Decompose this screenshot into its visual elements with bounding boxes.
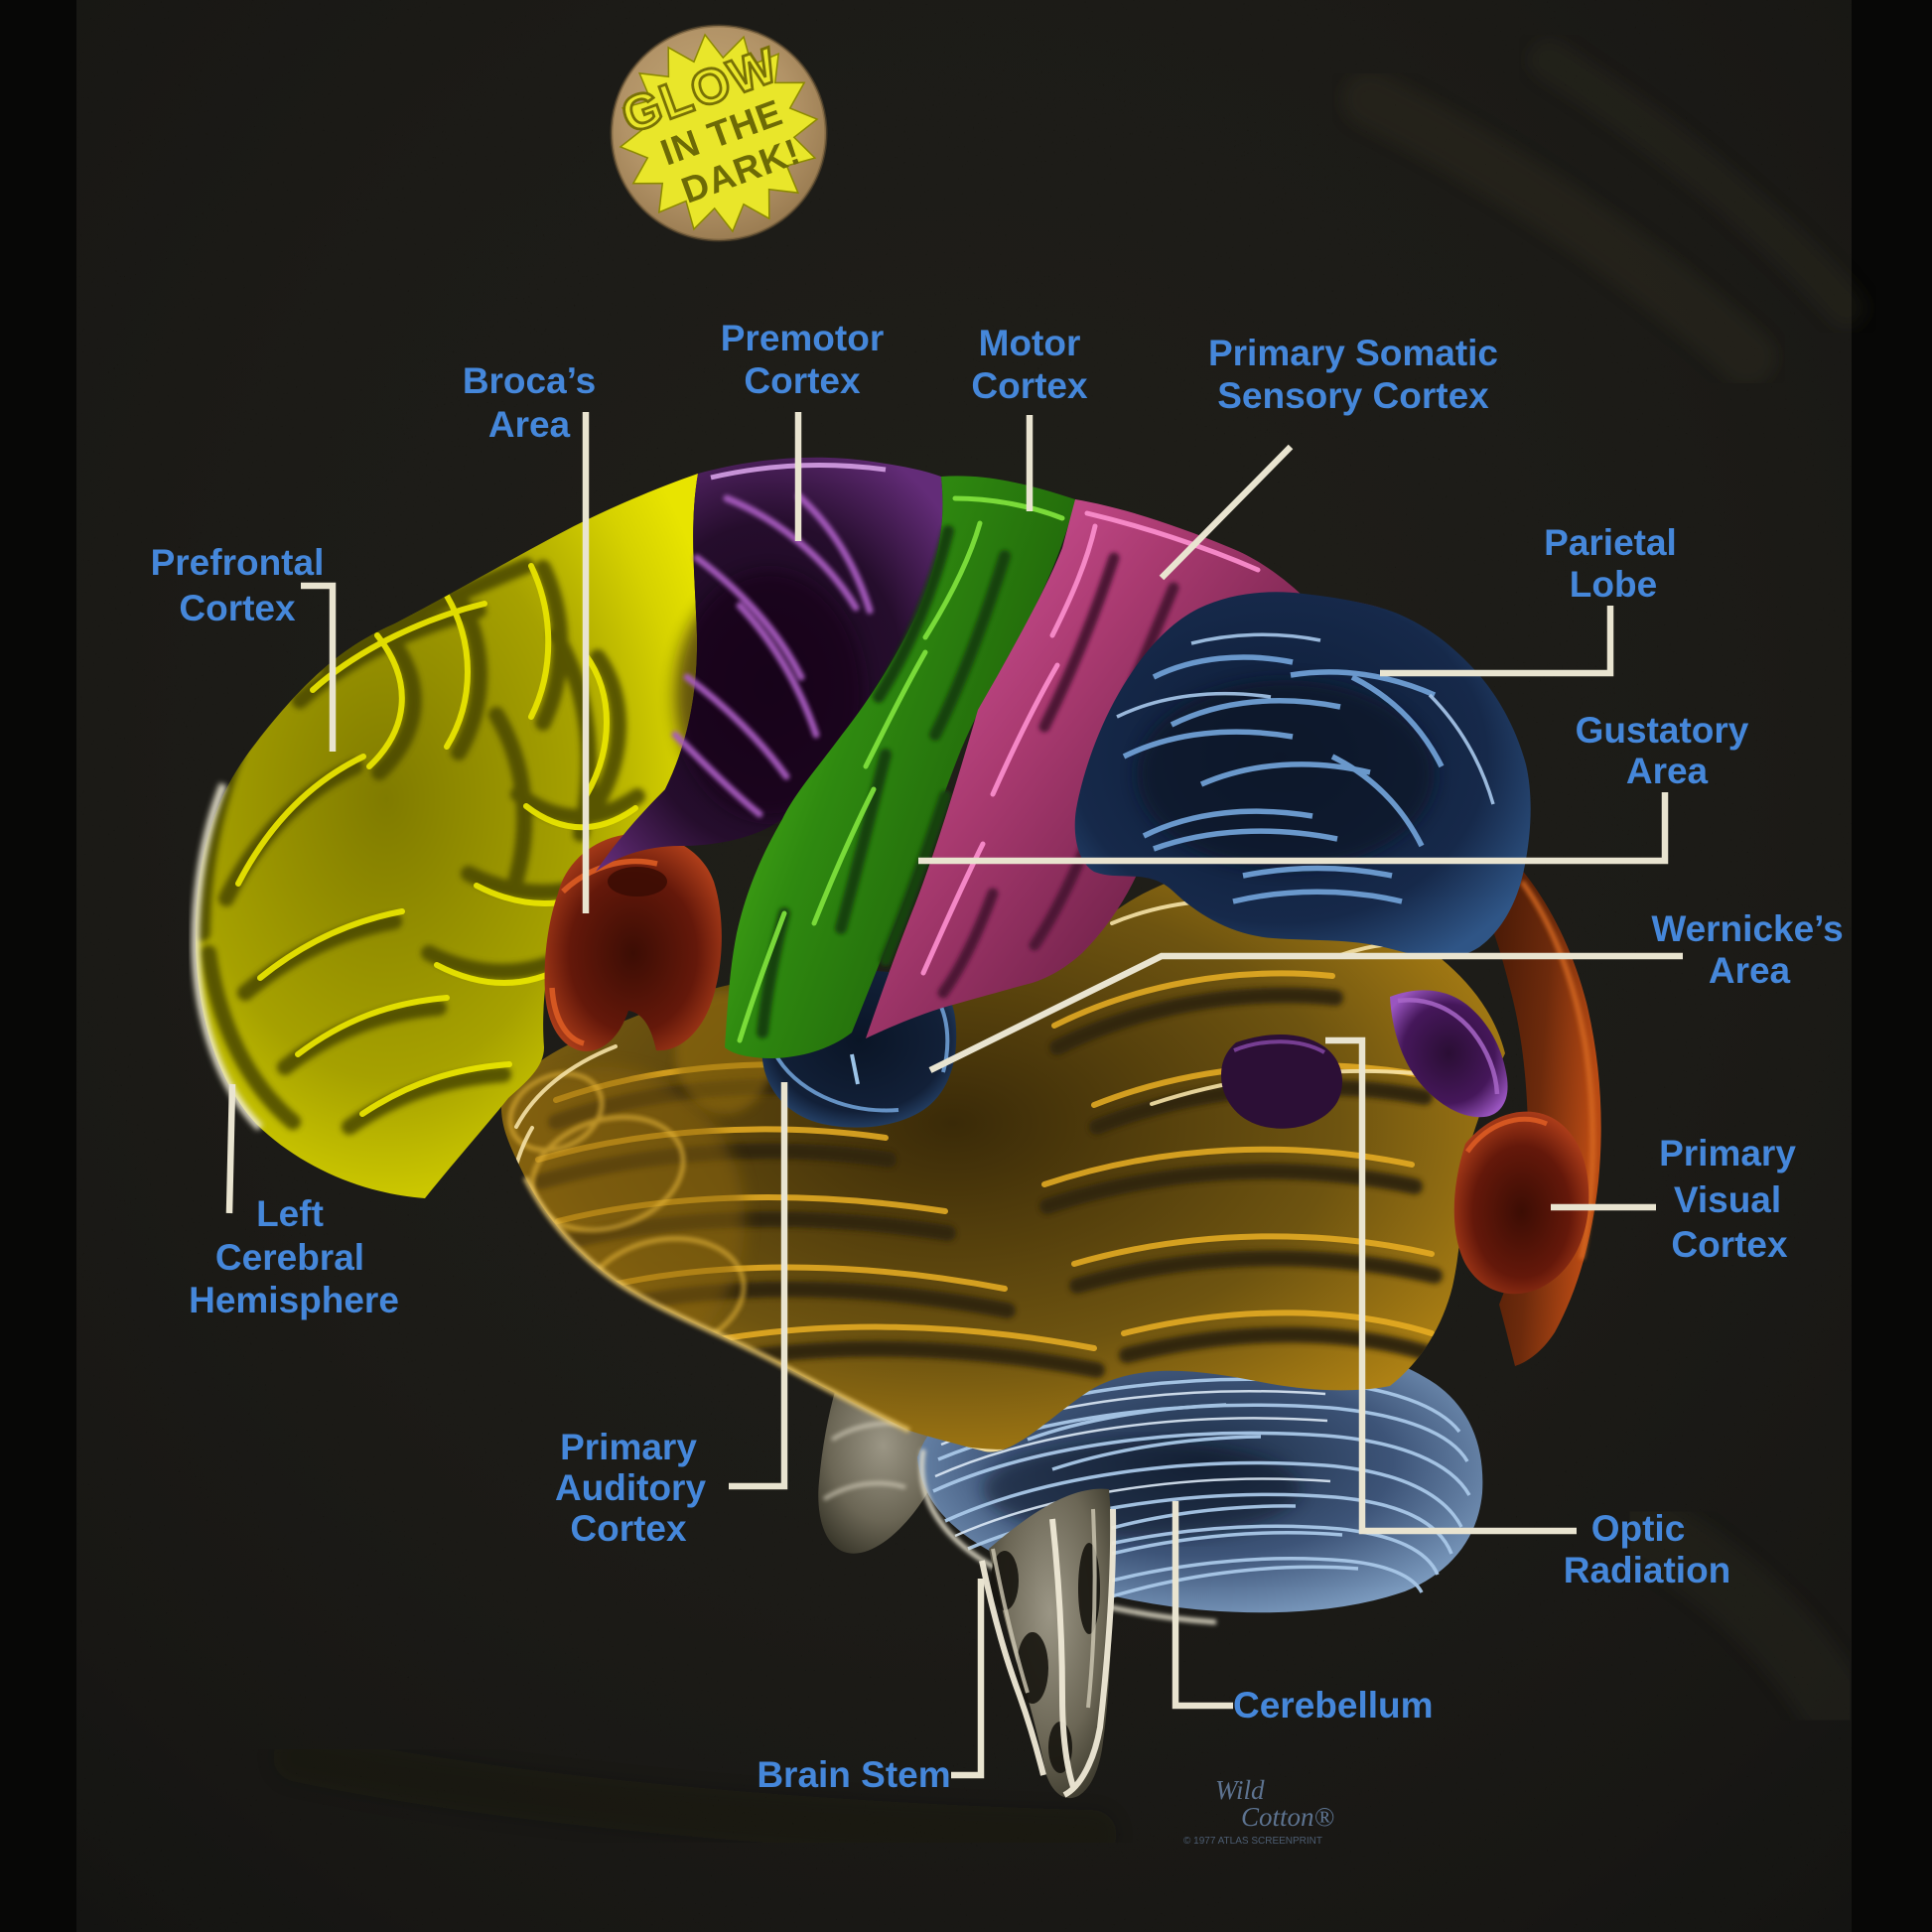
svg-text:Brain Stem: Brain Stem — [757, 1754, 950, 1795]
svg-text:Gustatory: Gustatory — [1576, 710, 1749, 751]
svg-text:Cotton®: Cotton® — [1241, 1802, 1334, 1832]
svg-text:Motor: Motor — [979, 323, 1081, 363]
svg-text:Area: Area — [1626, 751, 1709, 791]
svg-text:Cortex: Cortex — [1671, 1224, 1788, 1265]
svg-text:Cortex: Cortex — [179, 588, 296, 628]
svg-text:Optic: Optic — [1591, 1508, 1686, 1549]
svg-text:Area: Area — [1709, 950, 1791, 991]
svg-text:Broca’s: Broca’s — [463, 360, 596, 401]
svg-text:© 1977 ATLAS SCREENPRINT: © 1977 ATLAS SCREENPRINT — [1183, 1836, 1322, 1847]
svg-text:Left: Left — [256, 1193, 324, 1234]
svg-text:Area: Area — [488, 404, 571, 445]
svg-text:Cortex: Cortex — [744, 360, 861, 401]
svg-text:Wernicke’s: Wernicke’s — [1651, 908, 1843, 949]
svg-text:Cerebellum: Cerebellum — [1233, 1685, 1434, 1725]
svg-text:Primary: Primary — [1659, 1133, 1796, 1173]
svg-text:Sensory Cortex: Sensory Cortex — [1217, 375, 1489, 416]
svg-text:Cerebral: Cerebral — [215, 1237, 364, 1278]
svg-text:Cortex: Cortex — [971, 365, 1088, 406]
svg-text:Wild: Wild — [1215, 1775, 1265, 1805]
svg-text:Radiation: Radiation — [1564, 1550, 1731, 1590]
svg-text:Primary: Primary — [560, 1427, 697, 1467]
svg-text:Parietal: Parietal — [1544, 522, 1677, 563]
svg-text:Lobe: Lobe — [1570, 564, 1657, 605]
svg-text:Primary Somatic: Primary Somatic — [1208, 333, 1498, 373]
svg-text:Prefrontal: Prefrontal — [151, 542, 325, 583]
svg-text:Cortex: Cortex — [570, 1508, 687, 1549]
svg-text:Premotor: Premotor — [721, 318, 884, 358]
svg-text:Auditory: Auditory — [555, 1467, 707, 1508]
svg-text:Visual: Visual — [1674, 1179, 1781, 1220]
svg-text:Hemisphere: Hemisphere — [189, 1280, 399, 1320]
